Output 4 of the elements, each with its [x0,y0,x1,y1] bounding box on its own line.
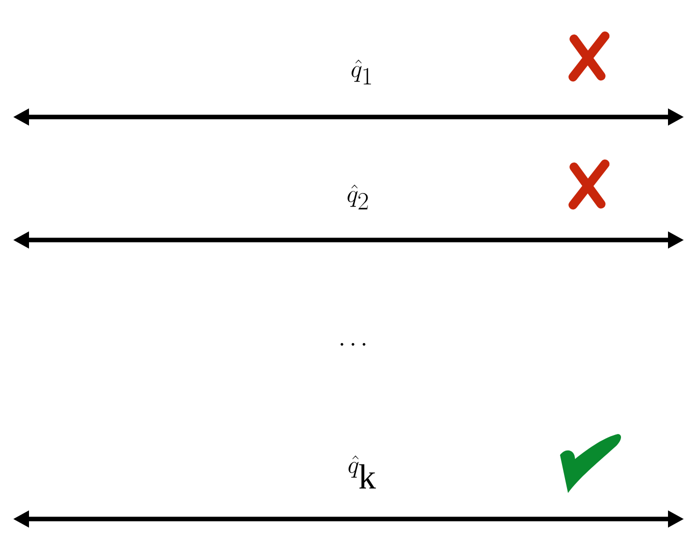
math-label: $\cdots$ [340,343,366,346]
math-label: $\hat{q}_{\mathrm{k}}$ [348,456,376,488]
math-label: $\hat{q}_2$ [348,184,368,210]
math-label: $\hat{q}_1$ [352,60,371,84]
